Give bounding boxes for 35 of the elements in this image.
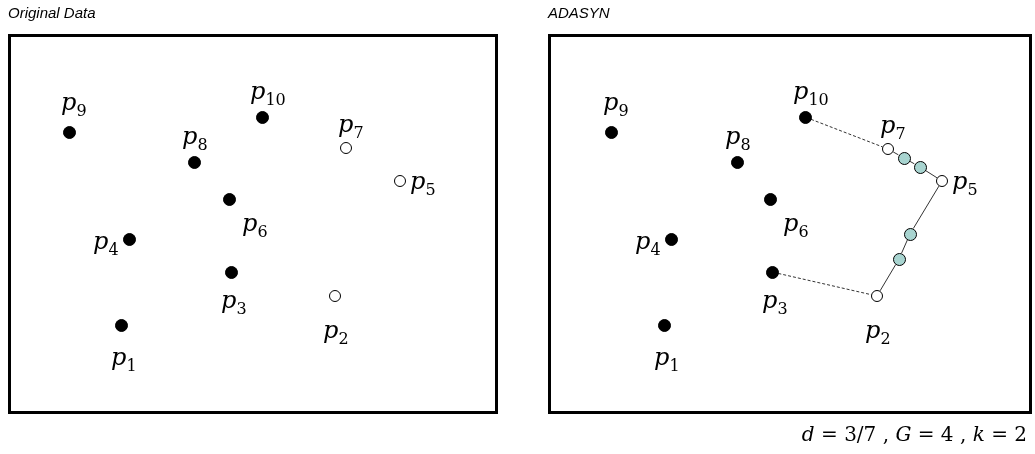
point-label: p$_{9}$ [61, 88, 87, 122]
dashed-line [810, 118, 883, 148]
point-label: p$_{4}$ [93, 227, 119, 261]
point-label: p$_{6}$ [242, 209, 268, 243]
panel-heading: Original Data [8, 4, 96, 21]
point-label: p$_{10}$ [793, 77, 829, 111]
point-label: p$_{1}$ [654, 343, 680, 377]
point-label: p$_{3}$ [762, 286, 788, 320]
point-label: p$_{2}$ [865, 316, 891, 350]
synthetic-dot [903, 227, 917, 241]
connecting-line [892, 151, 899, 156]
point-label: p$_{7}$ [880, 111, 906, 145]
point-label: p$_{5}$ [952, 167, 978, 201]
connecting-line [912, 185, 940, 229]
synthetic-dot [897, 151, 911, 165]
synthetic-dot [913, 160, 927, 174]
point-label: p$_{4}$ [635, 227, 661, 261]
point-label: p$_{9}$ [603, 88, 629, 122]
connecting-line [879, 264, 897, 292]
point-label: p$_{3}$ [221, 286, 247, 320]
connecting-line [925, 170, 938, 179]
synthetic-dot [892, 252, 906, 266]
dashed-line [777, 272, 872, 296]
connecting-line [909, 160, 915, 165]
point-label: p$_{10}$ [250, 77, 286, 111]
point-label: p$_{8}$ [182, 122, 208, 156]
point-label: p$_{6}$ [783, 209, 809, 243]
point-label: p$_{5}$ [410, 167, 436, 201]
point-label: p$_{7}$ [338, 110, 364, 144]
panel-heading: ADASYN [548, 4, 610, 21]
connecting-line [901, 239, 908, 254]
parameter-note: d = 3/7 , G = 4 , k = 2 [801, 422, 1027, 446]
point-label: p$_{8}$ [725, 122, 751, 156]
point-label: p$_{1}$ [111, 343, 137, 377]
point-label: p$_{2}$ [323, 316, 349, 350]
